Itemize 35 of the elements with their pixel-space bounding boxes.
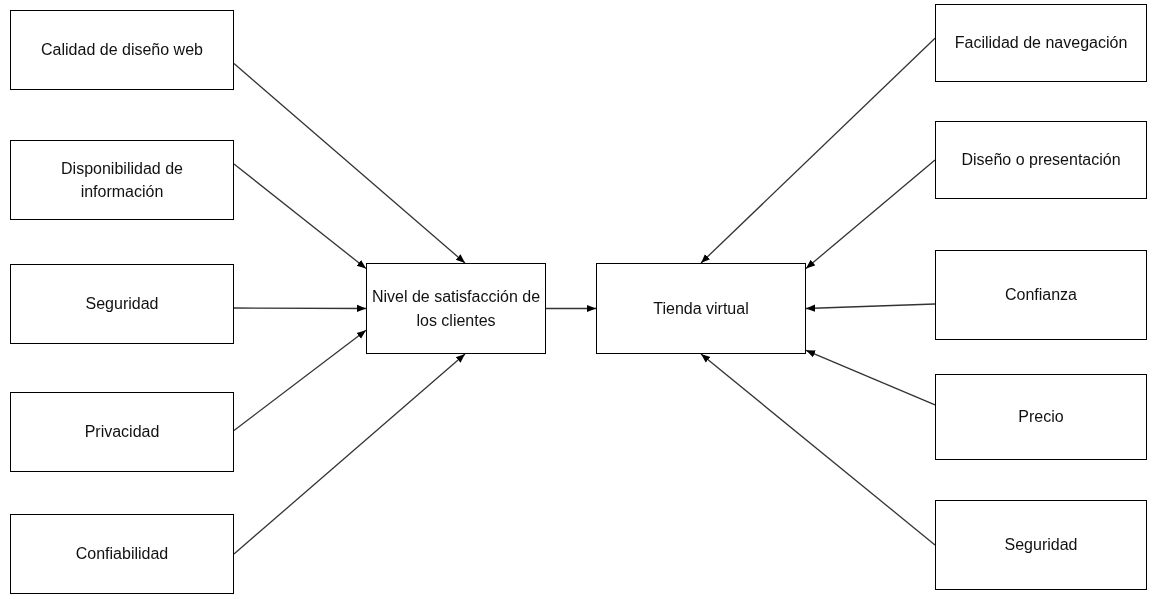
- box-label: Nivel de satisfacción de los clientes: [371, 287, 541, 331]
- arrow: [700, 353, 936, 546]
- box-label: Calidad de diseño web: [41, 40, 203, 61]
- arrow: [545, 304, 597, 313]
- box: [596, 263, 806, 354]
- box: [935, 4, 1147, 82]
- arrow: [233, 62, 466, 264]
- arrow: [805, 303, 936, 312]
- box-label: Confianza: [1004, 285, 1077, 306]
- box: [935, 250, 1147, 340]
- box: [935, 500, 1147, 590]
- box-label: Tienda virtual: [653, 298, 749, 319]
- box-label: Precio: [1018, 407, 1064, 428]
- arrow: [233, 163, 367, 270]
- box-label: Disponibilidad de información: [60, 158, 184, 202]
- box-label: Facilidad de navegación: [954, 33, 1128, 54]
- box: [10, 514, 234, 594]
- box-label: Confiabilidad: [75, 544, 169, 565]
- arrow: [805, 159, 936, 270]
- box: [10, 264, 234, 344]
- arrow: [233, 329, 367, 432]
- box-label: Privacidad: [84, 422, 160, 443]
- box-label: Diseño o presentación: [961, 150, 1121, 171]
- arrow: [805, 349, 936, 406]
- arrow: [233, 304, 367, 313]
- box: [935, 374, 1147, 460]
- arrow: [700, 37, 936, 264]
- arrow: [233, 353, 466, 555]
- box: [935, 121, 1147, 199]
- box: [10, 10, 234, 90]
- box: [366, 263, 546, 354]
- box: [10, 392, 234, 472]
- box: [10, 140, 234, 220]
- box-label: Seguridad: [1004, 535, 1078, 556]
- box-label: Seguridad: [85, 294, 159, 315]
